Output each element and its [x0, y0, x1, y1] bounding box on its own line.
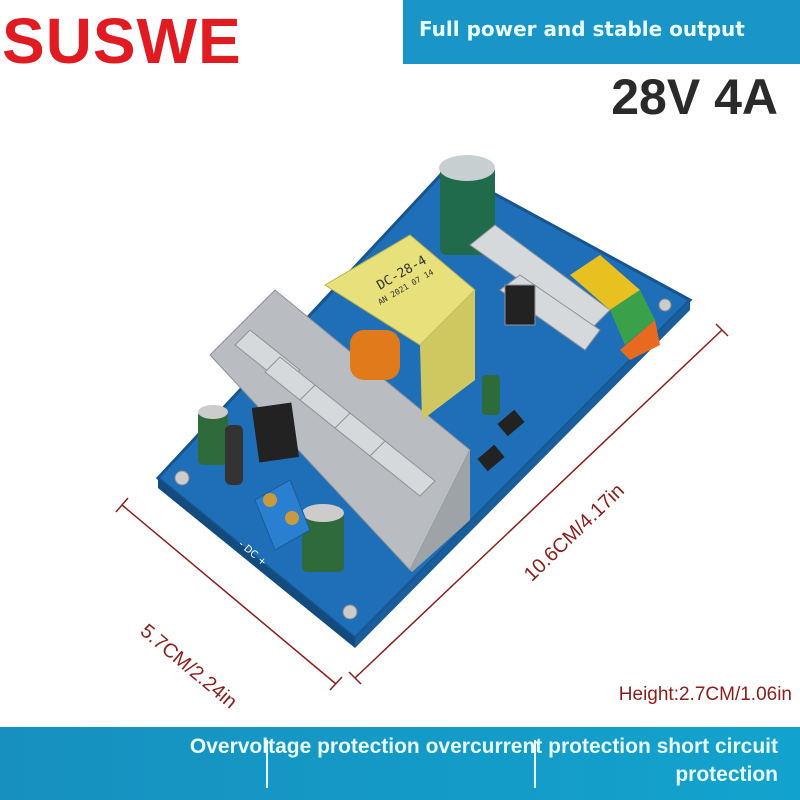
top-banner-text: Full power and stable output	[419, 17, 745, 41]
bottom-banner-line2: protection	[675, 763, 778, 786]
divider-line	[266, 740, 268, 788]
spec-label: 28V 4A	[611, 69, 778, 125]
bottom-banner-line1: Overvoltage protection overcurrent prote…	[189, 735, 778, 758]
width-dimension-line	[115, 497, 343, 691]
brand-logo: SUSWE	[2, 5, 242, 77]
output-terminal	[254, 479, 311, 551]
divider-line	[534, 740, 536, 788]
capacitor-output	[302, 504, 344, 572]
length-dimension-line	[348, 323, 729, 685]
transformer: DC-28-4 AN 2021 07 14	[324, 234, 476, 420]
top-banner: Full power and stable output	[403, 0, 800, 64]
input-terminal	[570, 255, 660, 360]
capacitor-large	[439, 155, 495, 255]
heatsink-large	[209, 289, 471, 572]
bottom-banner: Overvoltage protection overcurrent prote…	[0, 727, 800, 800]
capacitor-small	[198, 405, 228, 465]
heatsink-small	[469, 224, 611, 351]
height-dimension-label: Height:2.7CM/1.06in	[618, 684, 792, 705]
